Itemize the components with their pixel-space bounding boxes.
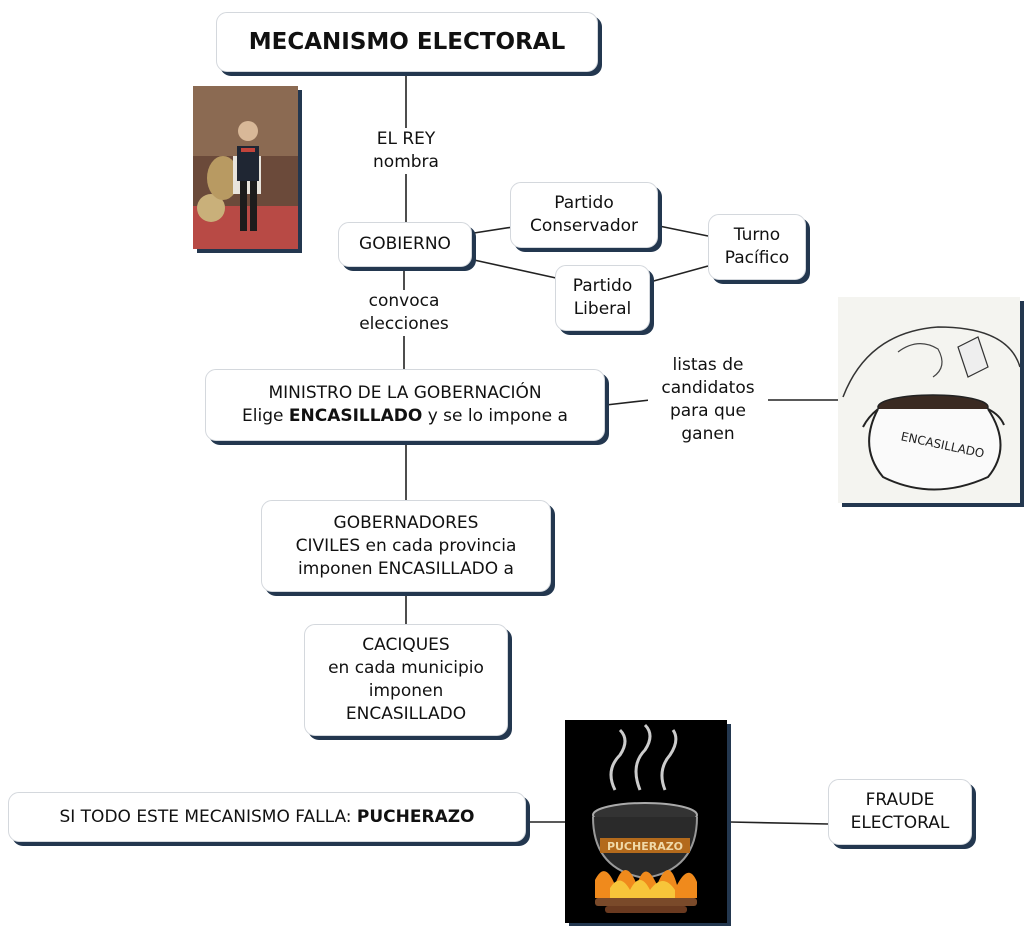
turno-pacifico-node: Turno Pacífico	[708, 214, 806, 280]
title-node: MECANISMO ELECTORAL	[216, 12, 598, 72]
pucherazo-pre: SI TODO ESTE MECANISMO FALLA:	[59, 806, 357, 827]
node-line: en cada municipio	[328, 658, 484, 678]
node-line: imponen ENCASILLADO a	[298, 558, 514, 579]
gobierno-text: GOBIERNO	[359, 234, 451, 254]
link-label-line: nombra	[373, 152, 439, 172]
pucherazo-node: SI TODO ESTE MECANISMO FALLA: PUCHERAZO	[8, 792, 526, 842]
ministro-line2: Elige ENCASILLADO y se lo impone a	[242, 405, 568, 428]
pucherazo-bold: PUCHERAZO	[356, 806, 475, 827]
link-label-line: convoca	[368, 291, 440, 311]
ministro-line2-bold: ENCASILLADO	[288, 406, 423, 426]
gobernadores-civiles-node: GOBERNADORES CIVILES en cada provincia i…	[261, 500, 551, 592]
node-line: Partido	[572, 276, 633, 296]
node-line: Turno	[733, 225, 781, 245]
partido-conservador-node: Partido Conservador	[510, 182, 658, 248]
link-label-line: EL REY	[376, 129, 436, 149]
gobierno-node: GOBIERNO	[338, 222, 472, 267]
link-label-line: listas de	[672, 355, 744, 375]
pucherazo-pot-text: PUCHERAZO	[607, 840, 683, 853]
king-portrait-image	[193, 86, 298, 249]
link-label-convoca: convoca elecciones	[344, 290, 464, 336]
link-label-listas: listas de candidatos para que ganen	[648, 354, 768, 446]
partido-liberal-node: Partido Liberal	[555, 265, 650, 331]
node-line: Partido	[554, 193, 614, 213]
node-line: imponen	[368, 681, 444, 701]
link-label-line: candidatos	[661, 378, 755, 398]
pucherazo-pot-image: PUCHERAZO	[565, 720, 727, 923]
node-line: Pacífico	[724, 248, 790, 268]
node-line: Liberal	[573, 299, 632, 319]
fraude-electoral-node: FRAUDE ELECTORAL	[828, 779, 972, 845]
node-line: FRAUDE	[865, 790, 935, 810]
node-line: CIVILES en cada provincia	[295, 535, 517, 556]
link-label-line: para que	[669, 401, 747, 421]
link-label-rey: EL REY nombra	[358, 128, 454, 174]
node-line: ELECTORAL	[850, 813, 950, 833]
node-line: GOBERNADORES	[333, 512, 479, 533]
node-line: MINISTRO DE LA GOBERNACIÓN	[268, 383, 542, 403]
ministro-gobernacion-node: MINISTRO DE LA GOBERNACIÓN Elige ENCASIL…	[205, 369, 605, 441]
caciques-node: CACIQUES en cada municipio imponen ENCAS…	[304, 624, 508, 736]
link-label-line: ganen	[681, 424, 735, 444]
ministro-line2-post: y se lo impone a	[422, 406, 568, 426]
node-line: ENCASILLADO	[345, 704, 467, 724]
title-text: MECANISMO ELECTORAL	[248, 28, 566, 55]
encasillado-cartoon-image: ENCASILLADO	[838, 297, 1020, 503]
link-label-line: elecciones	[359, 314, 449, 334]
ministro-line2-pre: Elige	[242, 406, 289, 426]
node-line: Conservador	[529, 216, 638, 236]
node-line: CACIQUES	[362, 635, 450, 655]
